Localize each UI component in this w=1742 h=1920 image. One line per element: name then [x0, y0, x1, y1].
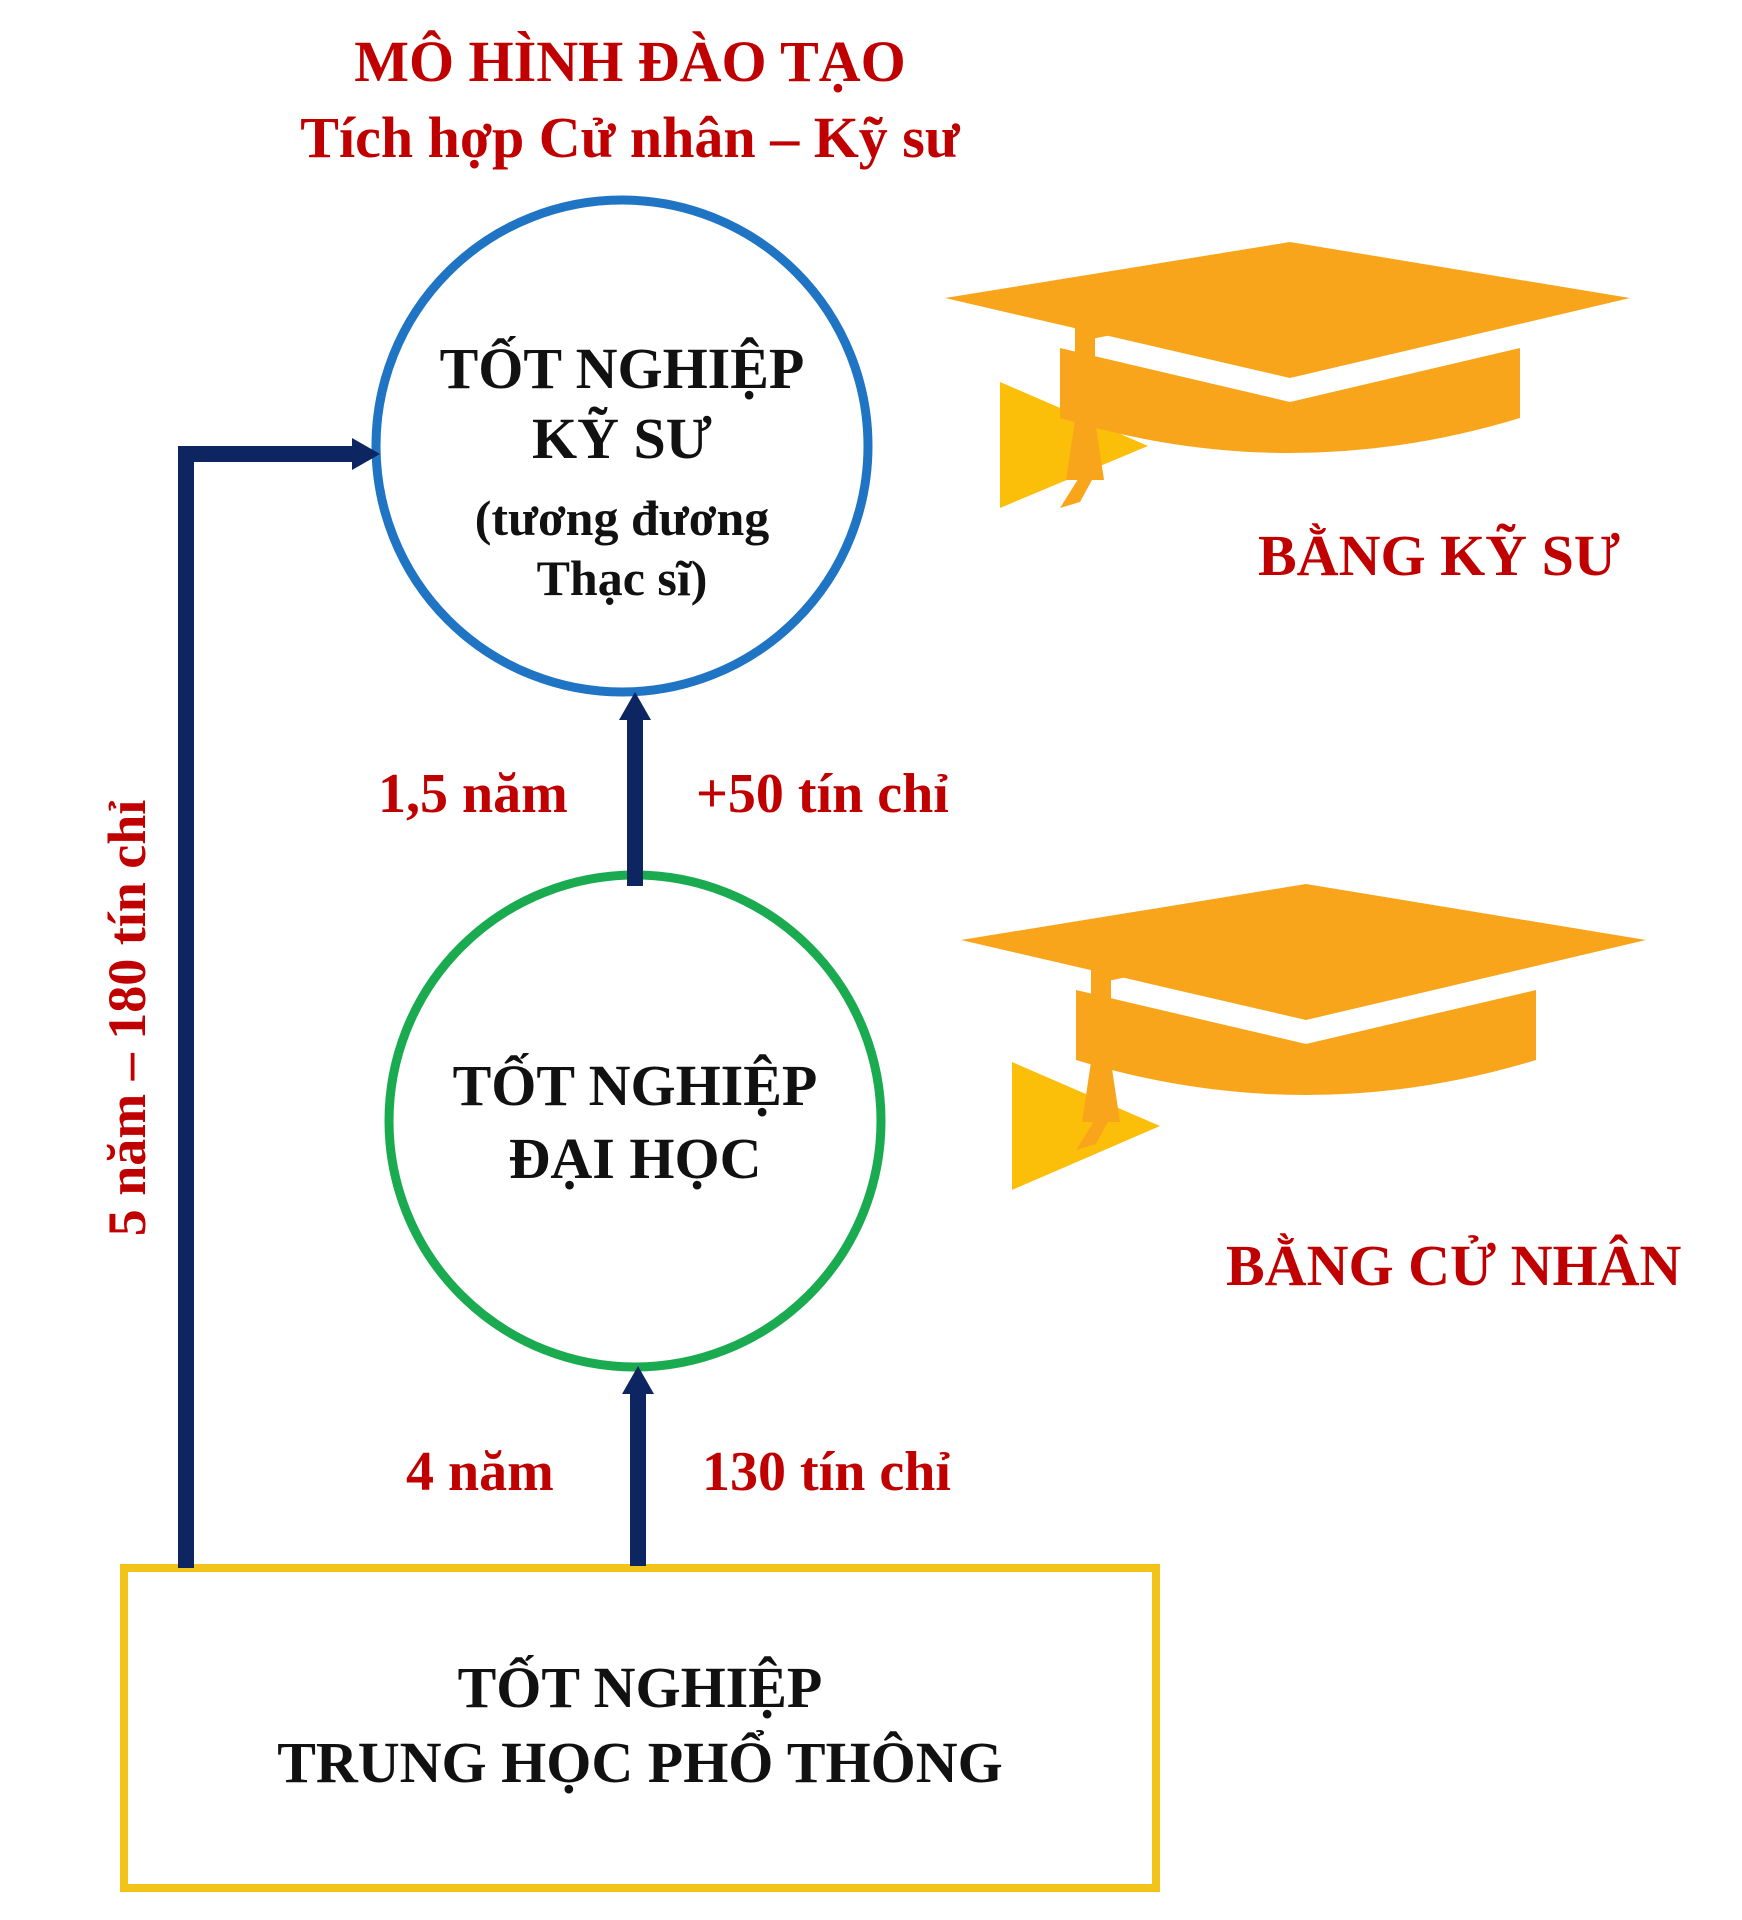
edge-uni-eng-duration: 1,5 năm [378, 763, 568, 825]
diagram-subtitle: Tích hợp Cử nhân – Kỹ sư [300, 105, 960, 170]
engineer-node-note: (tương đương Thạc sĩ) [400, 488, 844, 608]
highschool-line2: TRUNG HỌC PHỔ THÔNG [277, 1730, 1003, 1796]
arrow-hs-to-engineer [178, 438, 380, 1568]
arrow-university-to-engineer [619, 692, 651, 886]
edge-uni-eng-credits: +50 tín chỉ [696, 763, 949, 825]
engineer-line4: Thạc sĩ) [536, 550, 708, 606]
highschool-line1: TỐT NGHIỆP [457, 1655, 823, 1720]
university-line2: ĐẠI HỌC [508, 1125, 762, 1191]
edge-hs-uni-credits: 130 tín chỉ [702, 1441, 951, 1503]
pointer-triangle-icon [1012, 1062, 1160, 1190]
diagram-title: MÔ HÌNH ĐÀO TẠO [354, 29, 906, 94]
highschool-node-label: TỐT NGHIỆP TRUNG HỌC PHỔ THÔNG [124, 1650, 1156, 1801]
edge-hs-eng-label: 5 năm – 180 tín chỉ [97, 799, 157, 1237]
university-line1: TỐT NGHIỆP [452, 1053, 818, 1118]
arrow-hs-to-university [622, 1366, 654, 1566]
edge-hs-uni-duration: 4 năm [406, 1441, 554, 1503]
highschool-box [120, 1564, 1160, 1892]
engineer-line2: KỸ SƯ [532, 405, 712, 471]
engineer-degree-label: BẰNG KỸ SƯ [1258, 523, 1620, 588]
engineer-circle [371, 195, 873, 697]
bachelor-degree-label: BẰNG CỬ NHÂN [1226, 1233, 1682, 1298]
university-node-label: TỐT NGHIỆP ĐẠI HỌC [413, 1050, 857, 1195]
engineer-line3: (tương đương [474, 490, 770, 546]
engineer-node-label: TỐT NGHIỆP KỸ SƯ [400, 334, 844, 473]
engineer-line1: TỐT NGHIỆP [439, 336, 805, 401]
